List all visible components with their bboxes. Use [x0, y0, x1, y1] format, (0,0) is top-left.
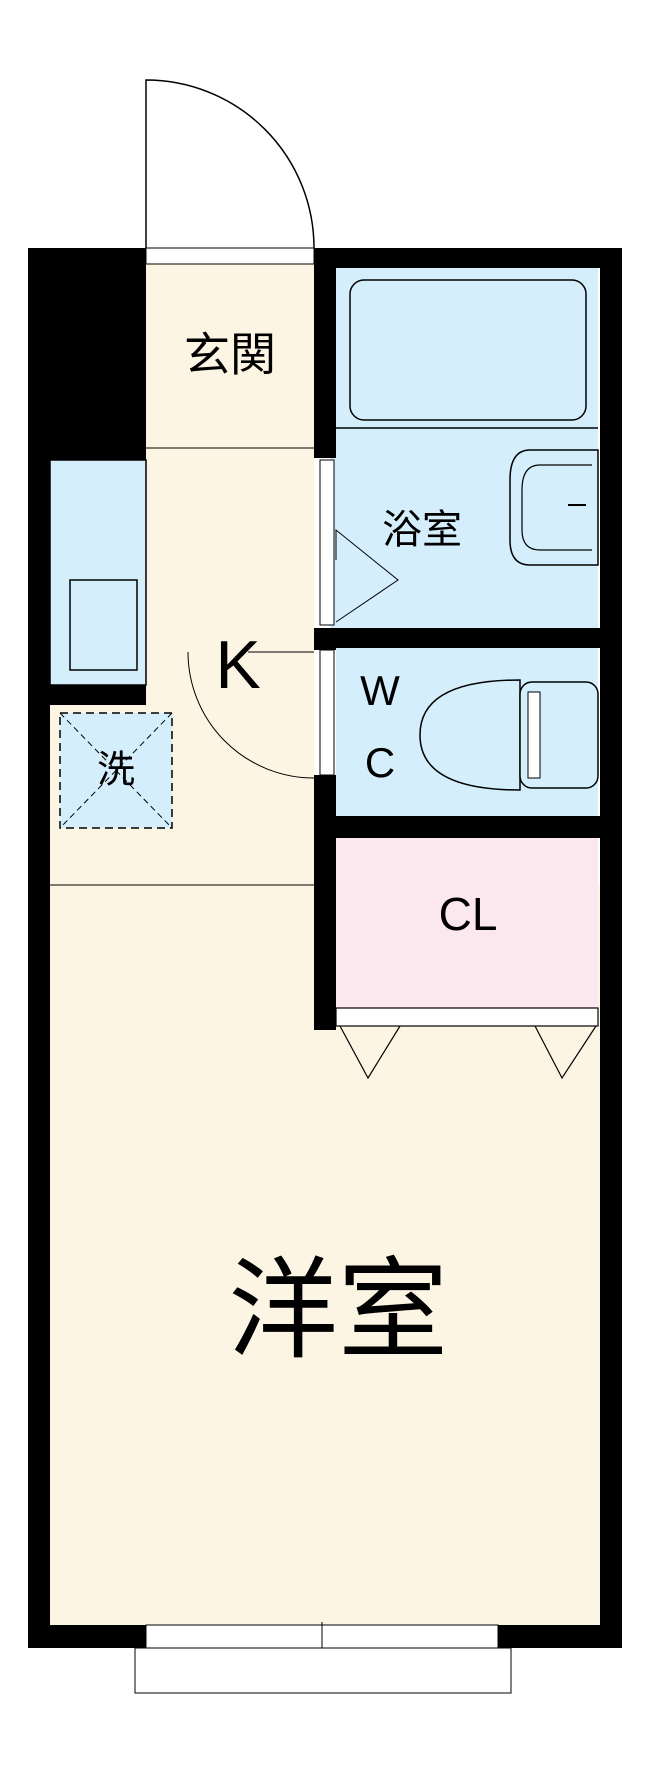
bathtub	[349, 279, 587, 421]
toilet-label-w: W	[360, 667, 400, 714]
closet-floor	[336, 838, 598, 1008]
balcony	[134, 1647, 512, 1694]
walls	[28, 248, 622, 1648]
bath-sink-icon	[509, 449, 599, 566]
kitchen-door-swing	[187, 651, 315, 779]
toilet-icon	[419, 679, 521, 791]
floor-area	[146, 248, 314, 888]
closet-door-left	[339, 1025, 401, 1080]
entrance-door	[145, 79, 315, 249]
washer-label: 洗	[97, 748, 135, 792]
bath-label: 浴室	[382, 507, 462, 553]
closet-door-right	[534, 1025, 597, 1080]
kitchen-label: K	[215, 627, 260, 703]
closet-label: CL	[439, 888, 498, 940]
entrance-label: 玄関	[184, 328, 276, 382]
kitchen-sink	[69, 579, 138, 671]
western-room-label: 洋室	[228, 1246, 448, 1374]
toilet-label-c: C	[365, 739, 395, 786]
